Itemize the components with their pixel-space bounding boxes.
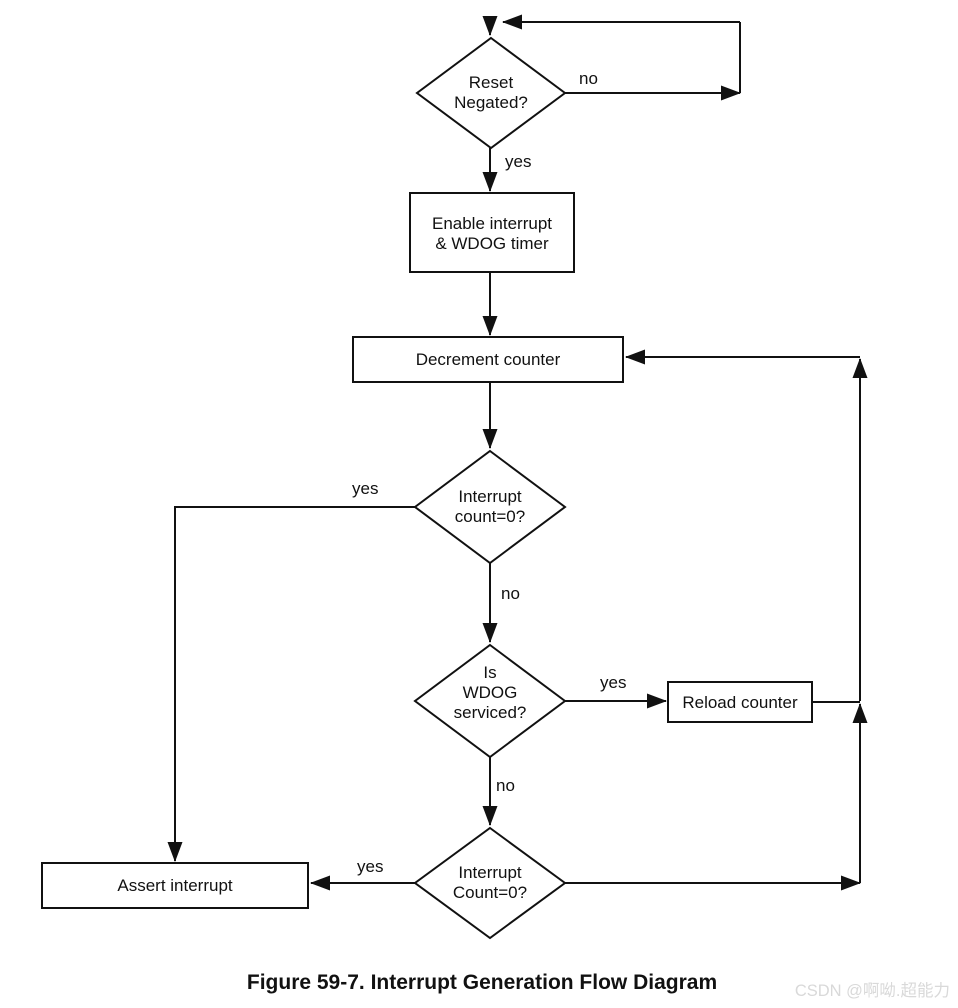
csdn-watermark: CSDN @啊呦.超能力 xyxy=(795,981,950,1000)
decision-interrupt-count-1-line2: count=0? xyxy=(455,507,525,526)
process-assert-interrupt xyxy=(41,862,309,909)
decision-interrupt-count-2-line1: Interrupt xyxy=(458,863,522,882)
process-decrement-counter xyxy=(352,336,624,383)
edge-label-count2-yes: yes xyxy=(357,857,383,876)
process-enable-interrupt-line2: & WDOG timer xyxy=(435,234,549,253)
edge-label-count1-no: no xyxy=(501,584,520,603)
process-reload-counter-label: Reload counter xyxy=(682,693,798,712)
edge-label-reset-no: no xyxy=(579,69,598,88)
edge-count1-yes-to-assert xyxy=(167,506,415,862)
edge-label-wdog-no: no xyxy=(496,776,515,795)
decision-wdog-serviced xyxy=(413,643,567,759)
process-enable-interrupt xyxy=(409,192,575,273)
process-decrement-counter-label: Decrement counter xyxy=(416,350,561,369)
figure-caption: Figure 59-7. Interrupt Generation Flow D… xyxy=(247,971,717,994)
decision-reset-negated-line1: Reset xyxy=(469,73,514,92)
process-reload-counter xyxy=(667,681,813,723)
decision-interrupt-count-2-line2: Count=0? xyxy=(453,883,527,902)
decision-reset-negated xyxy=(415,36,567,150)
edge-label-reset-yes: yes xyxy=(505,152,531,171)
decision-wdog-serviced-line3: serviced? xyxy=(454,703,527,722)
decision-interrupt-count-1-line1: Interrupt xyxy=(458,487,522,506)
decision-interrupt-count-1 xyxy=(413,449,567,565)
decision-interrupt-count-2 xyxy=(413,826,567,940)
edge-label-count1-yes: yes xyxy=(352,479,378,498)
decision-reset-negated-line2: Negated? xyxy=(454,93,528,112)
decision-wdog-serviced-line1: Is xyxy=(483,663,496,682)
decision-wdog-serviced-line2: WDOG xyxy=(463,683,518,702)
process-enable-interrupt-line1: Enable interrupt xyxy=(432,214,552,233)
process-assert-interrupt-label: Assert interrupt xyxy=(117,876,233,895)
edge-label-wdog-yes: yes xyxy=(600,673,626,692)
